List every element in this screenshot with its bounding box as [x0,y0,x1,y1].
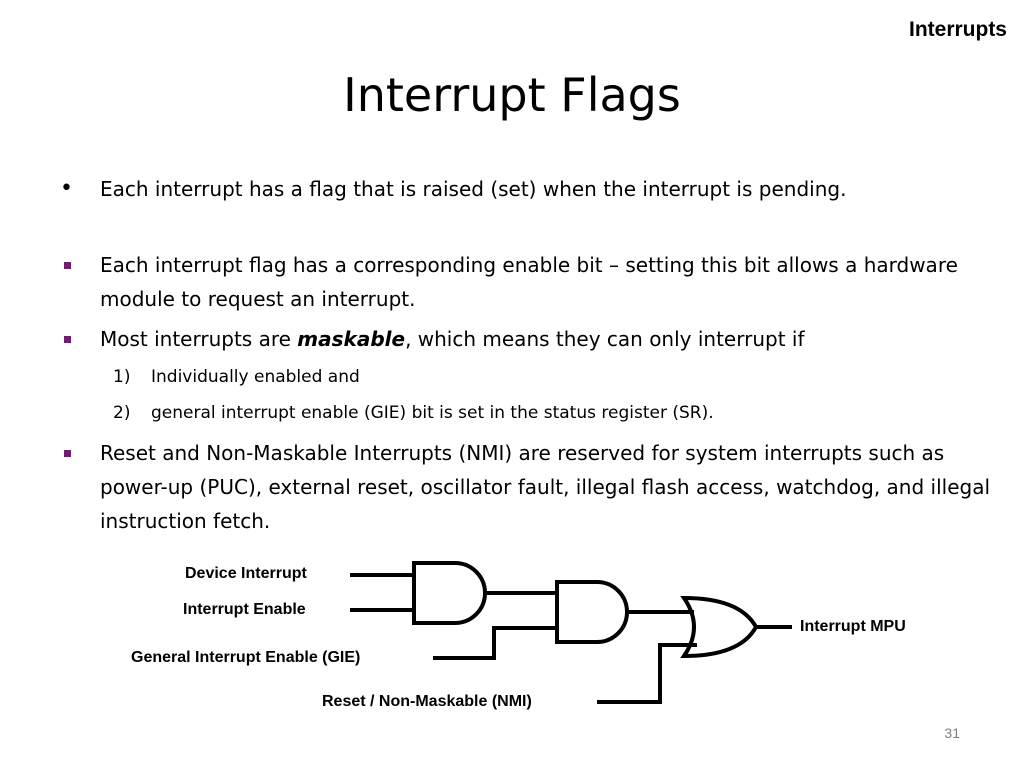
sub-item-text: Individually enabled and [151,367,360,387]
and-gate-icon [412,561,487,625]
label-gie: General Interrupt Enable (GIE) [131,649,361,666]
bullet-square-icon [64,262,71,269]
wire-nmi [597,643,697,704]
label-device-interrupt: Device Interrupt [185,565,307,582]
wire-gie [433,626,557,660]
bullet-dot-icon: • [60,176,73,201]
sub-item-number: 1) [113,367,131,387]
bullet-item: • Each interrupt has a flag that is rais… [60,172,1000,206]
bullet-item: Each interrupt flag has a corresponding … [64,248,1000,316]
bullet-text: Reset and Non-Maskable Interrupts (NMI) … [100,441,990,533]
bullet-square-icon [64,336,71,343]
and-gate-icon [555,580,629,644]
page-number: 31 [944,725,960,741]
label-interrupt-mpu: Interrupt MPU [800,618,906,635]
bullet-item: Most interrupts are maskable, which mean… [64,322,1000,356]
label-interrupt-enable: Interrupt Enable [183,601,306,618]
bullet-text-end: , which means they can only interrupt if [405,327,805,351]
label-reset-nmi: Reset / Non-Maskable (NMI) [322,693,532,710]
or-gate-icon [680,595,759,659]
bullet-text-start: Most interrupts are [100,327,298,351]
bullet-text: Each interrupt has a flag that is raised… [100,177,847,201]
slide-title: Interrupt Flags [343,68,681,122]
sub-item-text: general interrupt enable (GIE) bit is se… [151,403,714,423]
sub-item-number: 2) [113,403,131,423]
bullet-square-icon [64,450,71,457]
maskable-emphasis: maskable [297,327,406,351]
bullet-item: Reset and Non-Maskable Interrupts (NMI) … [64,436,1000,538]
section-tag: Interrupts [908,18,1007,41]
sub-item: 2) general interrupt enable (GIE) bit is… [113,400,1001,426]
sub-item: 1) Individually enabled and [113,364,1001,390]
bullet-text: Each interrupt flag has a corresponding … [100,253,958,311]
